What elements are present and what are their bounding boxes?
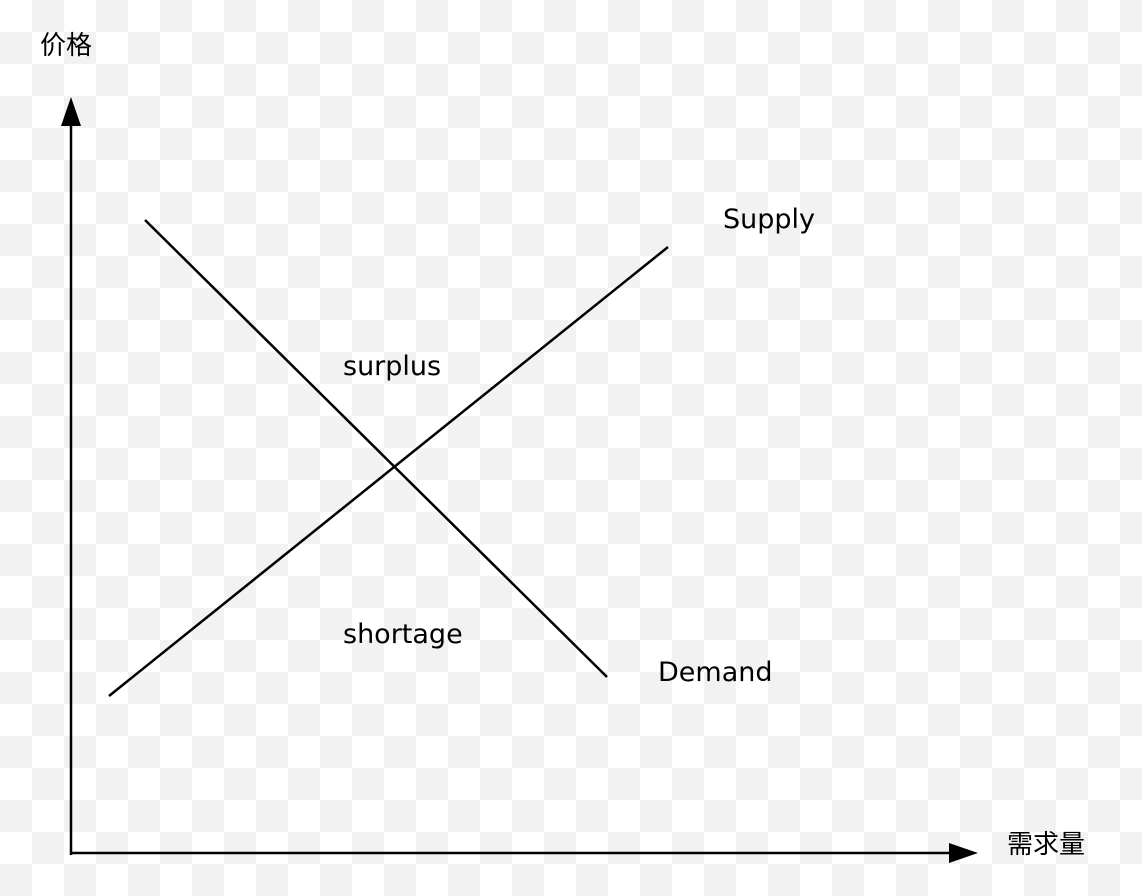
surplus-label: surplus: [343, 351, 441, 382]
x-axis-arrowhead: [949, 843, 978, 863]
supply-line: [108, 246, 669, 697]
y-axis-arrowhead: [61, 97, 81, 126]
y-axis-label: 价格: [40, 31, 92, 61]
x-axis-label: 需求量: [1007, 830, 1085, 860]
demand-label: Demand: [658, 657, 773, 688]
supply-label: Supply: [723, 204, 815, 235]
demand-line: [144, 219, 608, 678]
shortage-label: shortage: [343, 619, 463, 650]
